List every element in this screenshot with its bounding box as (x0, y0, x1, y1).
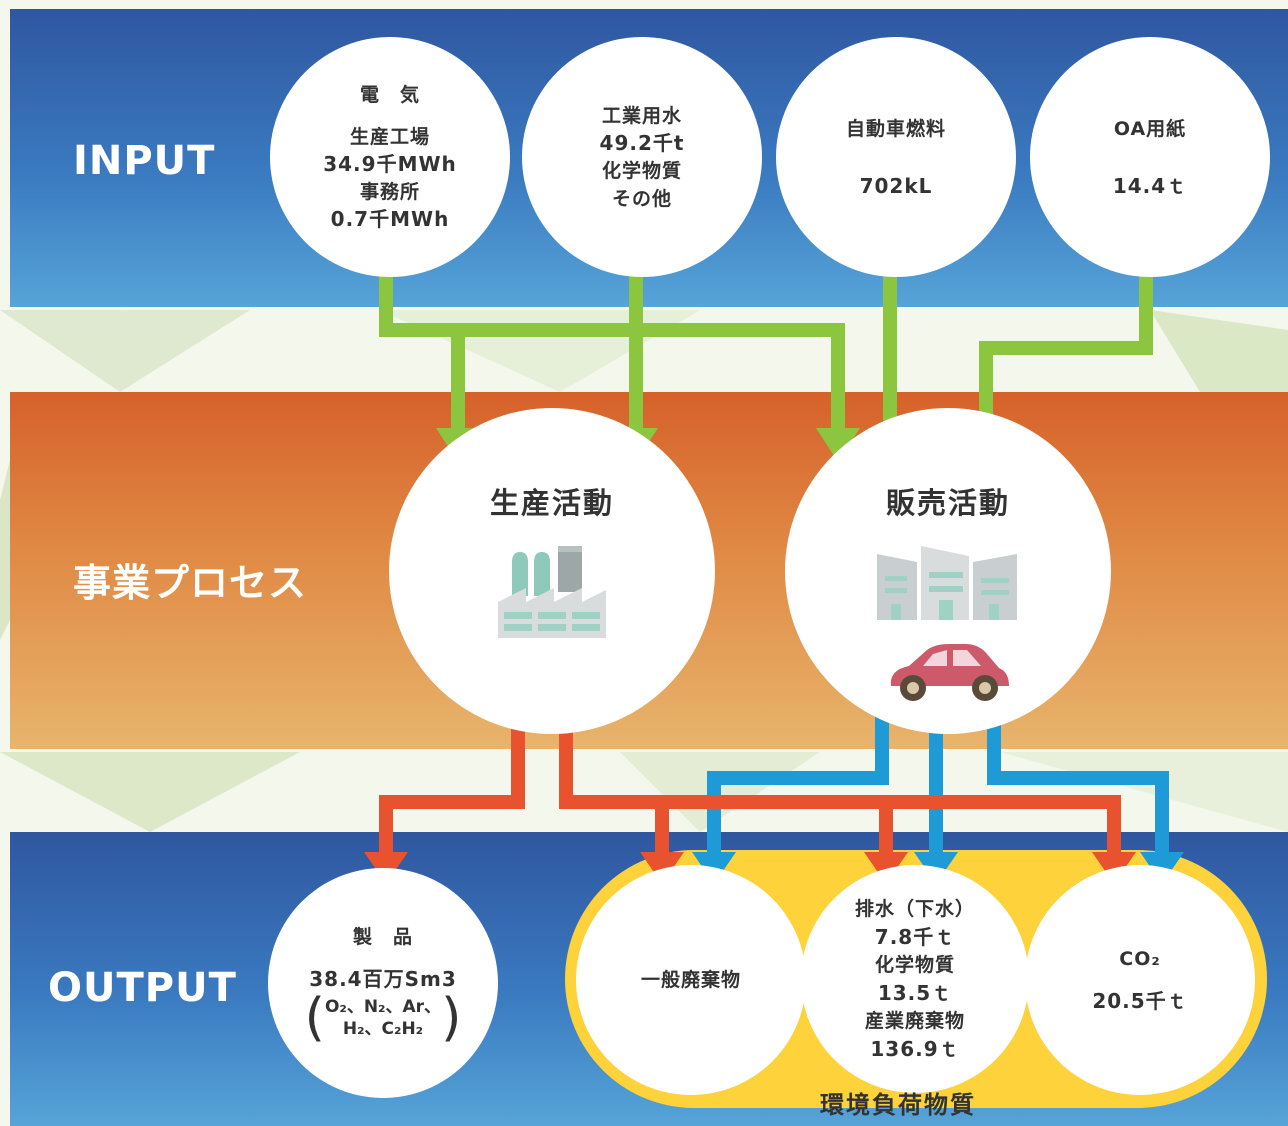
co2-value: 20.5千ｔ (1092, 989, 1188, 1013)
general-waste-title: 一般廃棄物 (640, 969, 741, 991)
factory-value: 34.9千MWh (323, 152, 457, 176)
other-label: その他 (611, 187, 672, 210)
drainage-chem-value: 13.5ｔ (877, 981, 953, 1005)
output-label: OUTPUT (48, 965, 237, 1011)
drainage-node: 排水（下水） 7.8千ｔ 化学物質 13.5ｔ 産業廃棄物 136.9ｔ (801, 865, 1029, 1093)
product-output-node: 製 品 38.4百万Sm3 ( O₂、N₂、Ar、 H₂、C₂H₂ ) (268, 868, 498, 1098)
industrial-waste-label: 産業廃棄物 (864, 1010, 965, 1032)
factory-icon (498, 546, 606, 638)
water-value: 49.2千t (599, 130, 685, 155)
production-node: 生産活動 (389, 408, 715, 734)
gases-line1: O₂、N₂、Ar、 (324, 997, 442, 1017)
water-title: 工業用水 (601, 104, 682, 127)
car-icon (890, 644, 1009, 701)
production-arrows (379, 728, 1121, 855)
co2-title: CO₂ (1119, 948, 1161, 970)
environmental-load-label: 環境負荷物質 (820, 1091, 976, 1119)
product-value: 38.4百万Sm3 (309, 967, 457, 991)
production-title: 生産活動 (489, 486, 614, 520)
paper-value: 14.4ｔ (1112, 173, 1188, 198)
paper-title: OA用紙 (1113, 117, 1187, 140)
sales-arrows (707, 716, 1169, 855)
process-label: 事業プロセス (73, 561, 308, 605)
co2-node: CO₂ 20.5千ｔ (1025, 865, 1255, 1095)
electricity-title: 電 気 (359, 84, 420, 106)
product-title: 製 品 (352, 926, 413, 948)
sales-title: 販売活動 (885, 486, 1010, 520)
fuel-input-node: 自動車燃料 702kL (776, 37, 1016, 277)
general-waste-node: 一般廃棄物 (576, 865, 806, 1095)
right-paren: ) (441, 988, 462, 1048)
industrial-waste-value: 136.9ｔ (870, 1037, 960, 1061)
input-arrows (379, 272, 1153, 430)
electricity-input-node: 電 気 生産工場 34.9千MWh 事務所 0.7千MWh (270, 37, 510, 277)
factory-label: 生産工場 (349, 126, 430, 148)
fuel-title: 自動車燃料 (845, 117, 946, 140)
drainage-chem-label: 化学物質 (874, 954, 955, 976)
office-label: 事務所 (359, 181, 420, 203)
chemical-label: 化学物質 (601, 159, 682, 182)
drainage-title: 排水（下水） (854, 898, 975, 920)
gases-line2: H₂、C₂H₂ (342, 1019, 424, 1039)
water-input-node: 工業用水 49.2千t 化学物質 その他 (522, 37, 762, 277)
sales-node: 販売活動 (785, 408, 1111, 734)
buildings-icon (877, 546, 1017, 620)
drainage-value: 7.8千ｔ (874, 925, 956, 949)
production-arrowheads (364, 852, 1136, 884)
input-label: INPUT (73, 138, 216, 184)
office-value: 0.7千MWh (330, 207, 450, 231)
fuel-value: 702kL (859, 173, 933, 198)
left-paren: ( (304, 988, 325, 1048)
paper-input-node: OA用紙 14.4ｔ (1030, 37, 1270, 277)
